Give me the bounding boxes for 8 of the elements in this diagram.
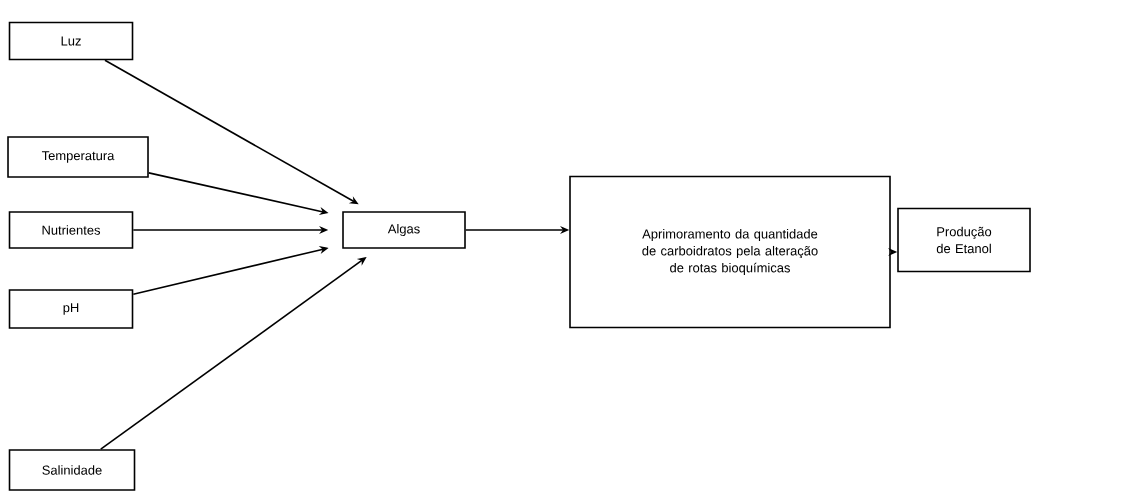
process-box: Nutrientes [8,211,134,249]
process-box: pH [8,289,134,329]
process-box: Luz [8,21,134,61]
process-box: Produção de Etanol [897,207,1031,273]
process-box: Salinidade [8,449,136,491]
process-box: Algas [342,211,466,249]
process-box: Temperatura [7,136,149,178]
process-box: Aprimoramento da quantidade de carboidratos pela alteração de rotas bioquímicas [569,175,891,329]
